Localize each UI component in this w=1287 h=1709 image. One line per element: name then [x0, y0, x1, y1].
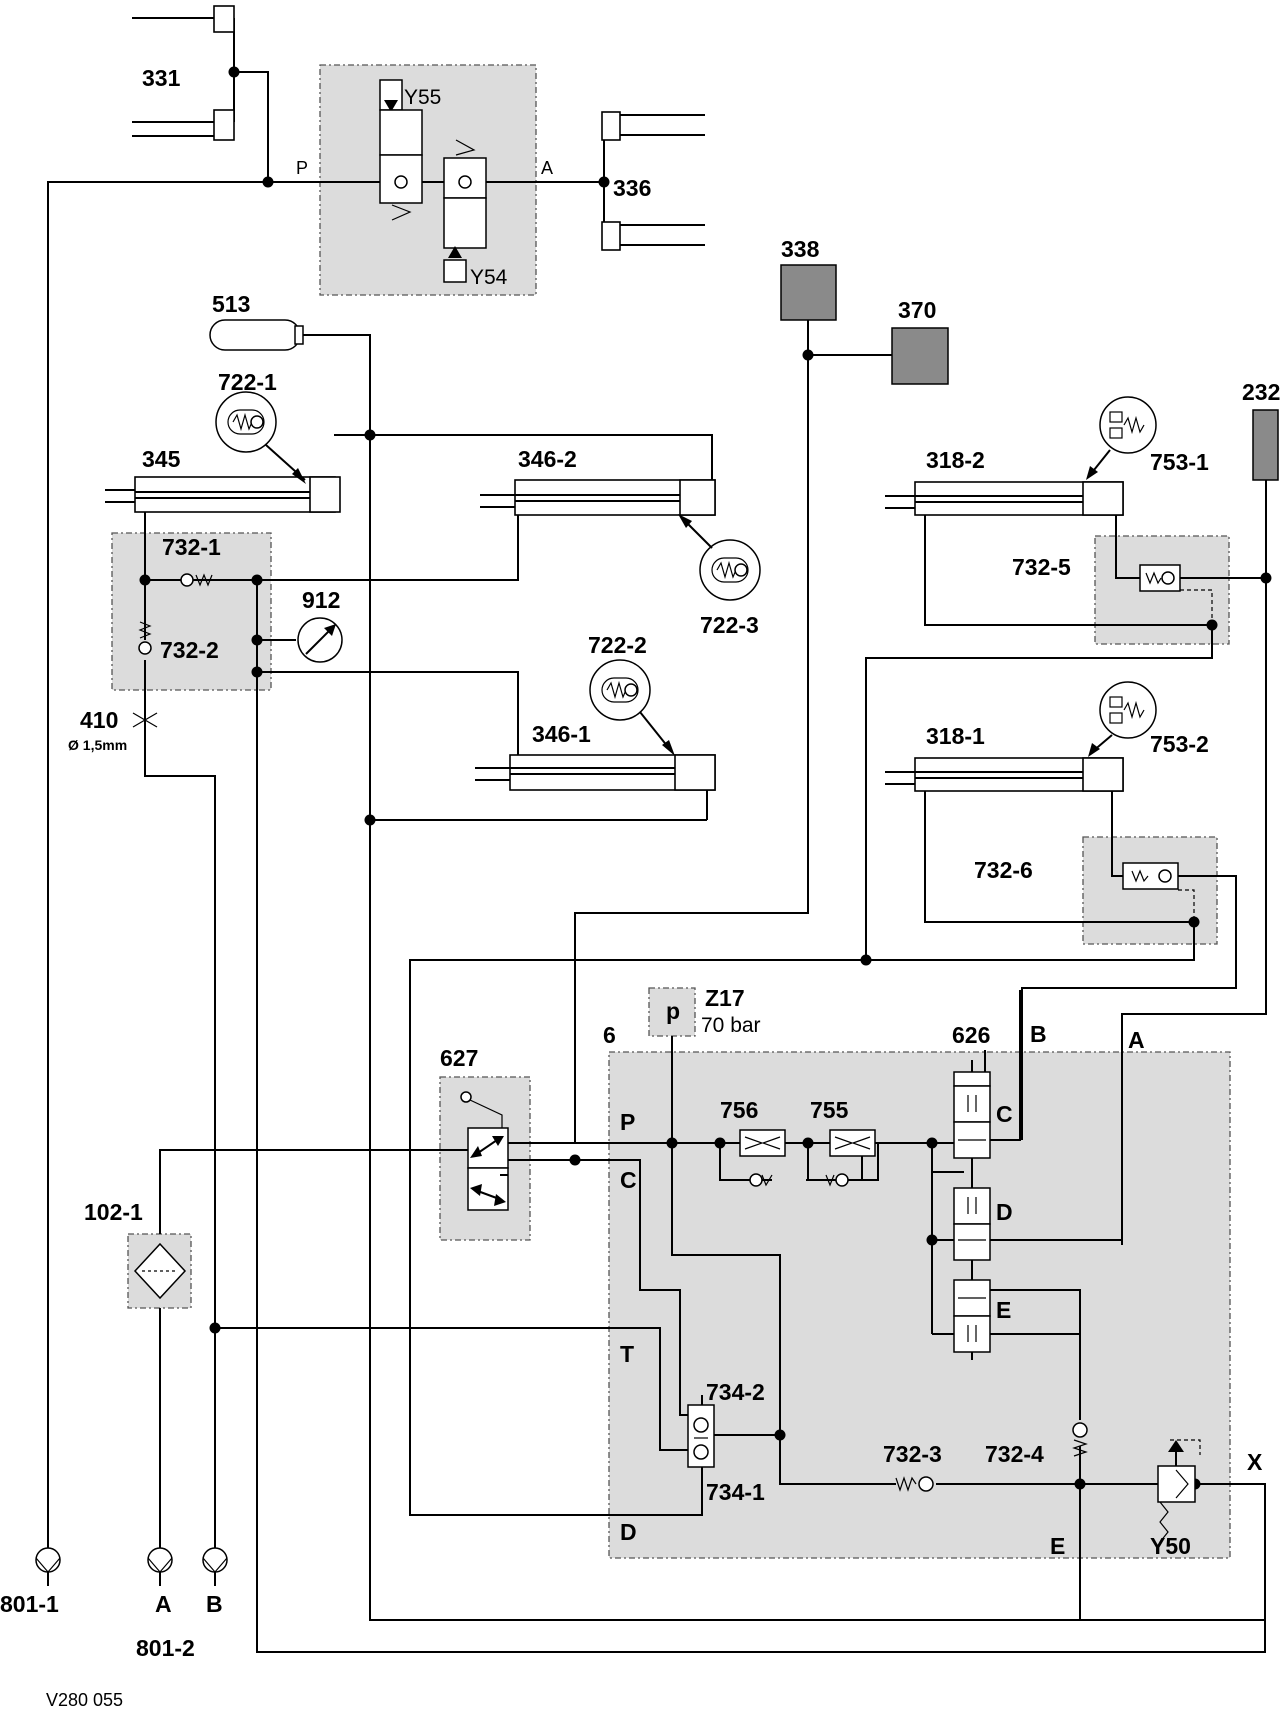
label-912: 912 [302, 587, 340, 613]
label-port-c-block6: C [620, 1167, 637, 1193]
valve-y55 [379, 79, 423, 221]
label-732-5: 732-5 [1012, 554, 1071, 580]
label-732-2: 732-2 [160, 637, 219, 663]
label-370: 370 [898, 297, 936, 323]
cylinder-331 [132, 5, 235, 141]
gauge-912 [297, 617, 343, 663]
restrictor-756 [739, 1129, 786, 1187]
valve-y54 [443, 139, 487, 283]
component-370 [891, 327, 949, 385]
main-block-6 [608, 1051, 1231, 1559]
label-756: 756 [720, 1097, 758, 1123]
cylinder-346-2 [480, 479, 716, 516]
label-410: 410 [80, 707, 118, 733]
restrictor-755 [825, 1129, 876, 1187]
label-732-6: 732-6 [974, 857, 1033, 883]
label-513: 513 [212, 291, 250, 317]
label-801-2: 801-2 [136, 1635, 195, 1661]
accumulator-513 [209, 319, 304, 351]
cylinder-345 [105, 476, 341, 513]
cylinder-318-2 [885, 481, 1124, 516]
valve-y50 [1157, 1439, 1201, 1543]
label-port-p-block6: P [620, 1109, 635, 1135]
sensor-753-2 [1088, 681, 1157, 757]
sensor-722-3 [678, 514, 761, 601]
valve-626 [931, 990, 1122, 1420]
label-801-b: B [206, 1591, 223, 1617]
check-valve-732-5 [1139, 564, 1213, 625]
valve-block-732-1-2 [111, 532, 272, 691]
sensor-722-2 [589, 659, 675, 756]
tank-connector-801-2-b [202, 1547, 228, 1586]
label-y50: Y50 [1150, 1533, 1191, 1559]
component-232 [1252, 409, 1279, 481]
label-z17: Z17 [705, 985, 745, 1011]
check-valve-734 [687, 1404, 780, 1468]
label-338: 338 [781, 236, 820, 262]
label-port-a-626: A [1128, 1027, 1145, 1053]
restrictor-410 [132, 712, 158, 728]
label-port-t: T [620, 1341, 634, 1367]
label-722-3: 722-3 [700, 612, 759, 638]
label-y55: Y55 [404, 86, 441, 109]
label-734-1: 734-1 [706, 1479, 765, 1505]
tank-connector-801-1 [35, 1547, 61, 1586]
check-valve-732-4 [1072, 1422, 1088, 1457]
sensor-722-1 [215, 391, 306, 484]
label-801-1: 801-1 [0, 1591, 59, 1617]
label-port-d: D [620, 1519, 637, 1545]
label-410-diameter: Ø 1,5mm [68, 737, 127, 753]
label-y54: Y54 [470, 266, 508, 289]
label-102-1: 102-1 [84, 1199, 143, 1225]
label-732-4: 732-4 [985, 1441, 1044, 1467]
check-valve-732-6 [1122, 862, 1195, 922]
cylinder-346-1 [475, 754, 716, 791]
label-732-1: 732-1 [162, 534, 221, 560]
label-345: 345 [142, 446, 181, 472]
component-338 [780, 264, 837, 321]
label-346-2: 346-2 [518, 446, 577, 472]
label-318-1: 318-1 [926, 723, 985, 749]
check-valve-732-2 [138, 621, 152, 655]
filter-102-1-symbol [133, 1242, 187, 1300]
label-port-b-626: B [1030, 1021, 1047, 1047]
label-z17-pressure: 70 bar [701, 1014, 761, 1037]
label-232: 232 [1242, 379, 1280, 405]
label-port-a-top: A [541, 158, 553, 178]
sensor-753-1 [1086, 396, 1157, 480]
label-722-2: 722-2 [588, 632, 647, 658]
label-626: 626 [952, 1022, 990, 1048]
label-318-2: 318-2 [926, 447, 985, 473]
tank-connector-801-2-a [147, 1547, 173, 1586]
label-port-e: E [1050, 1533, 1065, 1559]
label-734-2: 734-2 [706, 1379, 765, 1405]
label-section-d-626: D [996, 1199, 1013, 1225]
label-336: 336 [613, 175, 651, 201]
junctions [139, 66, 1272, 1490]
label-z17-p: p [666, 998, 680, 1024]
label-port-x: X [1247, 1449, 1263, 1475]
valve-block-y54-y55 [319, 64, 537, 296]
label-331: 331 [142, 65, 181, 91]
drawing-number: V280 055 [46, 1690, 123, 1709]
label-port-p-top: P [296, 158, 308, 178]
cylinder-318-1 [885, 757, 1124, 792]
label-732-3: 732-3 [883, 1441, 942, 1467]
valve-block-732-6 [1082, 836, 1218, 945]
label-755: 755 [810, 1097, 849, 1123]
label-753-1: 753-1 [1150, 449, 1209, 475]
check-valve-732-1 [180, 573, 213, 587]
label-346-1: 346-1 [532, 721, 591, 747]
label-722-1: 722-1 [218, 369, 277, 395]
cylinder-336 [601, 111, 705, 251]
label-627: 627 [440, 1045, 478, 1071]
label-section-c-626: C [996, 1101, 1013, 1127]
label-section-e-626: E [996, 1297, 1011, 1323]
valve-627 [460, 1091, 509, 1211]
label-6: 6 [603, 1022, 616, 1048]
label-801-a: A [155, 1591, 172, 1617]
check-valve-732-3 [895, 1476, 934, 1492]
label-753-2: 753-2 [1150, 731, 1209, 757]
